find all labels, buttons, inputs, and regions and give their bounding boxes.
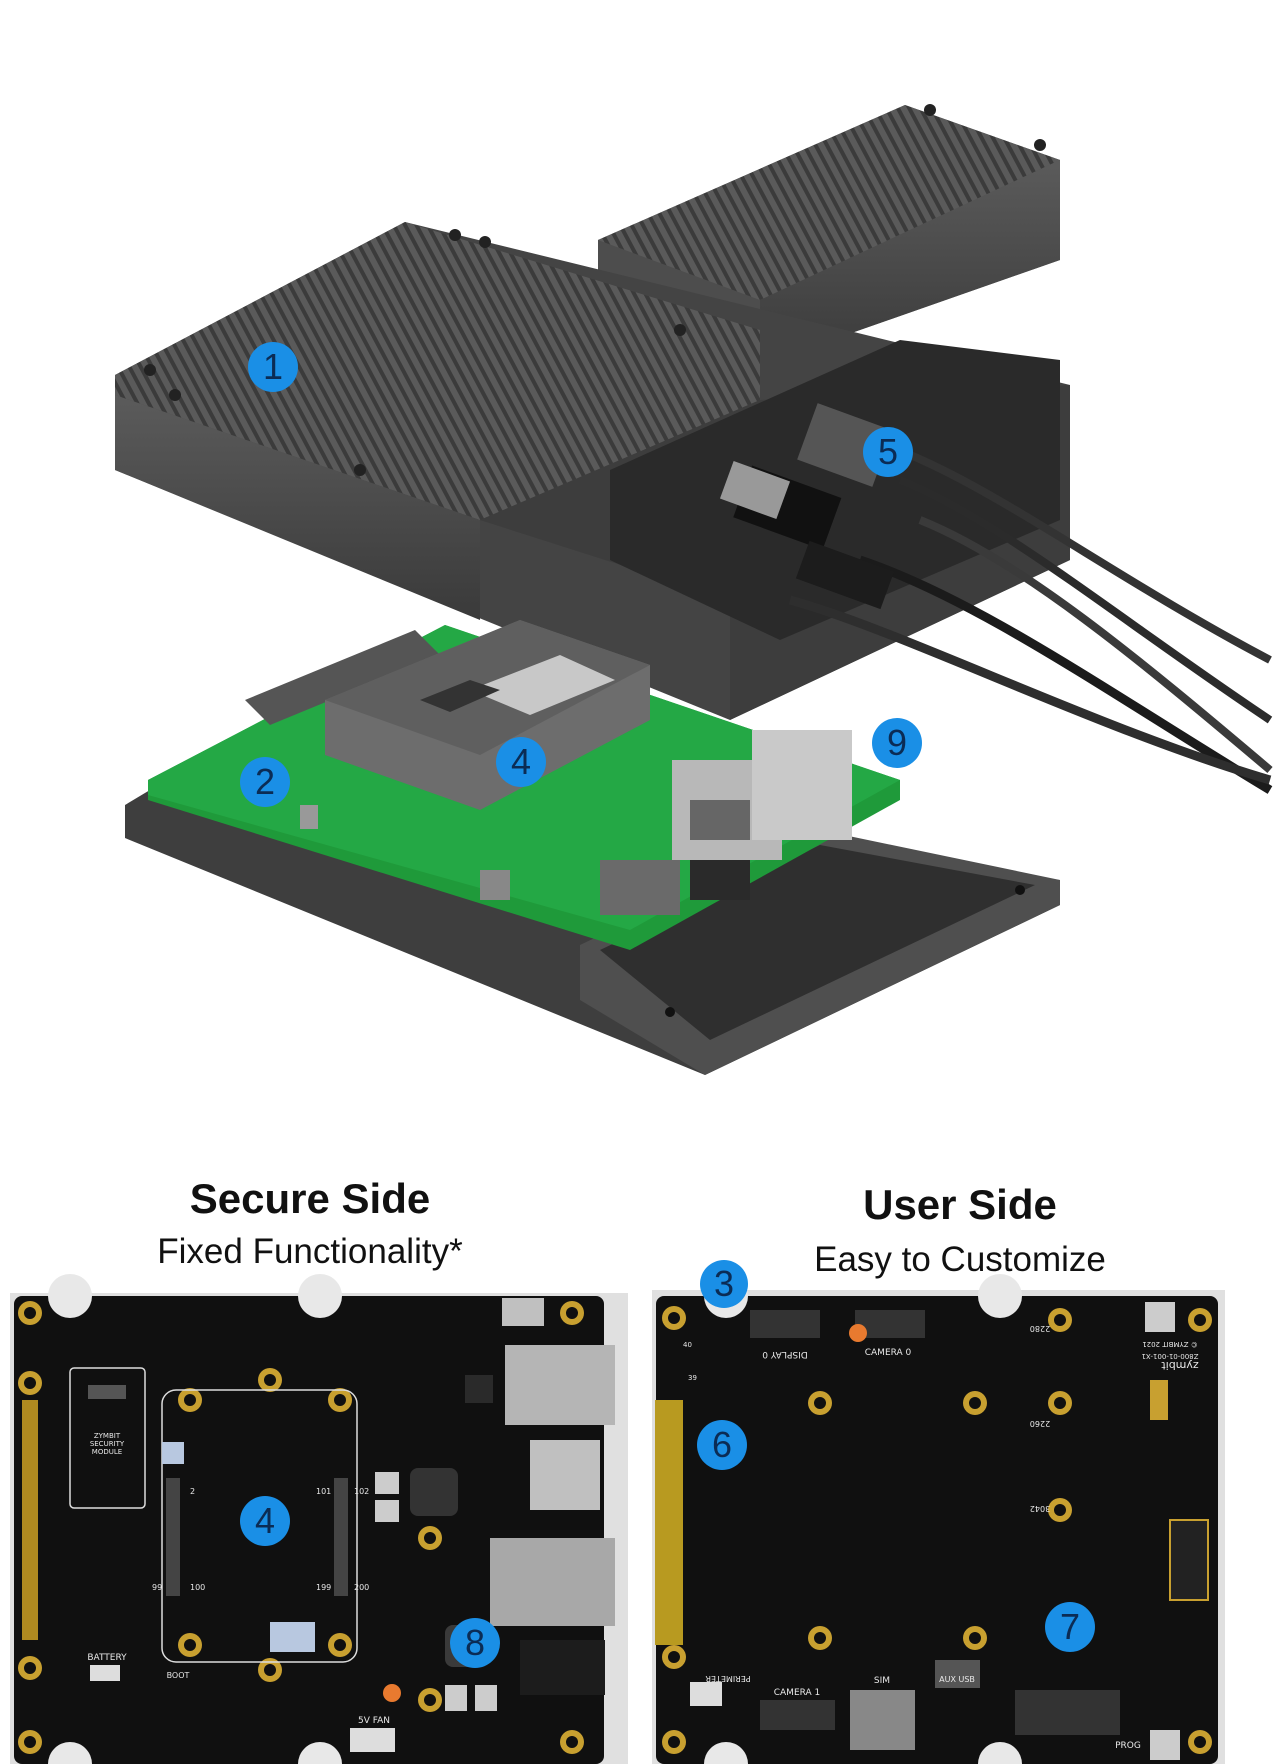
sim-label: SIM: [874, 1676, 890, 1686]
pin-label-99: 99: [152, 1583, 162, 1592]
secure-side-board: ZYMBIT SECURITY MODULE BATTERY BOOT 5V F…: [10, 1274, 628, 1764]
callout-4-secure: 4: [240, 1496, 290, 1546]
camera-1-label: CAMERA 1: [774, 1688, 821, 1698]
callout-8: 8: [450, 1618, 500, 1668]
copyright-label: © ZYMBIT 2021: [1142, 1340, 1198, 1348]
callout-4-module: 4: [496, 737, 546, 787]
pin-label-2: 2: [190, 1487, 195, 1496]
security-module-label-1: ZYMBIT: [94, 1432, 121, 1440]
enclosure-lid: [115, 104, 1070, 720]
aux-usb-label: AUX USB: [939, 1675, 975, 1684]
secure-side-subtitle: Fixed Functionality*: [157, 1232, 463, 1271]
pin-label-199: 199: [316, 1583, 331, 1592]
callout-1: 1: [248, 342, 298, 392]
callout-6: 6: [697, 1420, 747, 1470]
camera-0-label: CAMERA 0: [865, 1348, 912, 1358]
display-0-label: DISPLAY 0: [762, 1349, 808, 1359]
pin-label-102: 102: [354, 1487, 369, 1496]
m2-3042-label: 3042: [1030, 1504, 1050, 1513]
perimeter-label: PERIMETER: [705, 1674, 751, 1683]
callout-9: 9: [872, 718, 922, 768]
pin-label-100: 100: [190, 1583, 205, 1592]
pin-39-label: 39: [688, 1374, 697, 1382]
security-module-label-3: MODULE: [92, 1448, 122, 1456]
battery-label: BATTERY: [87, 1653, 127, 1663]
pin-40-label: 40: [683, 1341, 692, 1349]
callout-2: 2: [240, 757, 290, 807]
fan-label: 5V FAN: [358, 1716, 390, 1726]
user-side-title: User Side: [863, 1181, 1057, 1228]
prog-label: PROG: [1115, 1741, 1141, 1751]
user-side-board: DISPLAY 0 CAMERA 0 CAMERA 1 SIM AUX USB …: [652, 1274, 1225, 1764]
boot-label: BOOT: [167, 1671, 190, 1680]
m2-2280-label: 2280: [1030, 1324, 1050, 1333]
callout-5: 5: [863, 427, 913, 477]
security-module-label-2: SECURITY: [90, 1440, 125, 1448]
part-number-label: Z800-01-001-X1: [1142, 1352, 1199, 1360]
brand-label: zymbit: [1161, 1359, 1199, 1372]
m2-2260-label: 2260: [1030, 1419, 1050, 1428]
pin-label-200: 200: [354, 1583, 369, 1592]
callout-3: 3: [700, 1260, 748, 1308]
user-side-subtitle: Easy to Customize: [814, 1240, 1106, 1279]
callout-7: 7: [1045, 1602, 1095, 1652]
secure-side-title: Secure Side: [189, 1175, 431, 1222]
carrier-board-green: [148, 620, 900, 950]
pin-label-101: 101: [316, 1487, 331, 1496]
